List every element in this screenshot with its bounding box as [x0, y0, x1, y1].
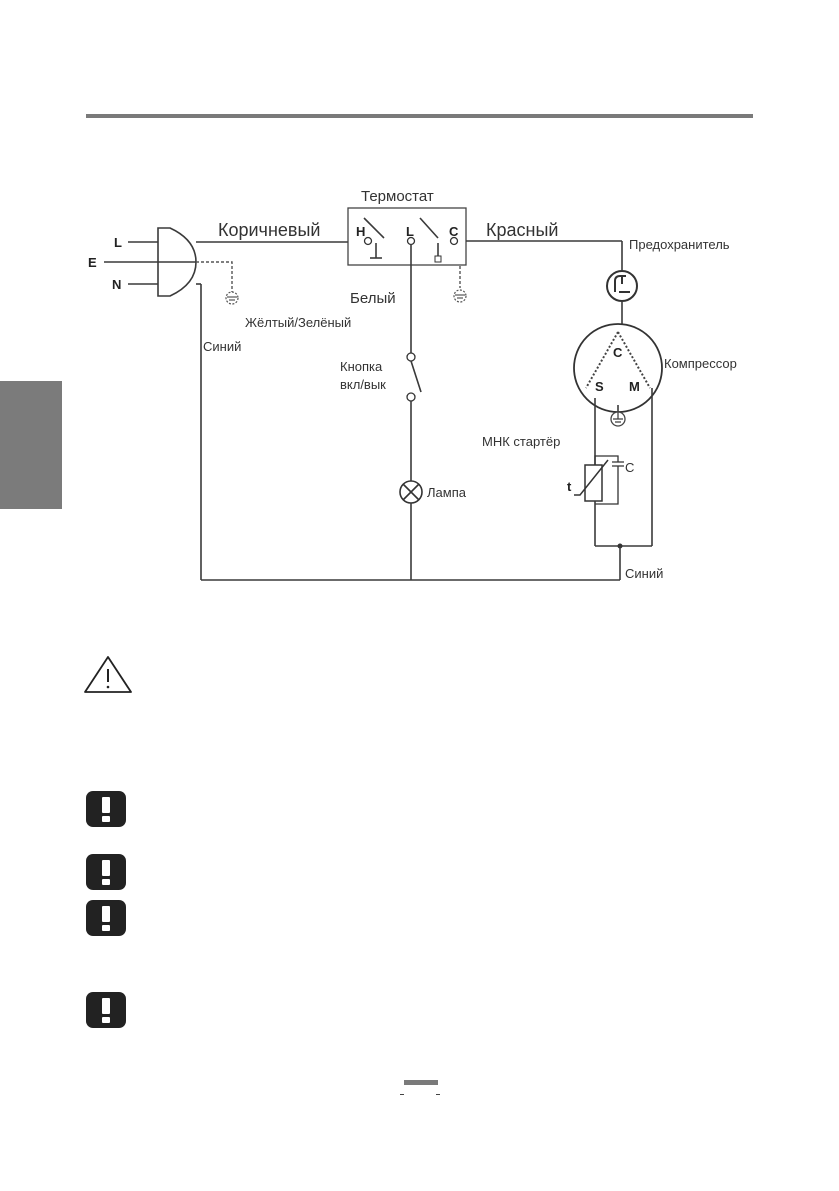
thermostat-pin-h: H	[356, 224, 365, 239]
compressor: C S M	[573, 323, 663, 413]
label-thermostat: Термостат	[361, 188, 434, 205]
label-switch-2: вкл/вык	[340, 377, 386, 392]
compressor-pin-c: C	[613, 345, 623, 360]
thermostat-pin-c: C	[449, 224, 459, 239]
label-switch-1: Кнопка	[340, 359, 383, 374]
fuse-symbol	[606, 270, 638, 302]
plug-pin-e: E	[88, 255, 97, 270]
plug: L E N	[88, 227, 197, 297]
label-fuse: Предохранитель	[629, 237, 730, 252]
label-yellow-green: Жёлтый/Зелёный	[245, 315, 351, 330]
starter-mark-c: C	[625, 460, 634, 475]
label-white: Белый	[350, 290, 396, 307]
label-starter: МНК стартёр	[482, 434, 560, 449]
header-rule	[86, 114, 753, 118]
label-lamp: Лампа	[427, 485, 467, 500]
plug-pin-l: L	[114, 235, 122, 250]
label-blue-bottom: Синий	[625, 566, 663, 581]
notice-icon-1	[86, 791, 126, 827]
ground-symbol-plug	[225, 291, 239, 305]
plug-pin-n: N	[112, 277, 121, 292]
notice-icon-2	[86, 854, 126, 890]
thermostat: Термостат H L C	[347, 188, 467, 266]
warning-triangle-icon	[84, 656, 132, 693]
label-compressor: Компрессор	[664, 356, 737, 371]
notice-icon-4	[86, 992, 126, 1028]
label-blue-left: Синий	[203, 339, 241, 354]
label-brown: Коричневый	[218, 220, 320, 240]
compressor-pin-m: M	[629, 379, 640, 394]
ground-symbol-compressor	[610, 411, 626, 427]
ground-symbol-thermostat	[453, 289, 467, 303]
starter-mark-t: t	[567, 479, 572, 494]
notice-icon-3	[86, 900, 126, 936]
lamp-symbol	[399, 480, 423, 504]
page-number-marks	[398, 1089, 444, 1099]
section-tab	[0, 381, 62, 509]
page-number-bar	[404, 1080, 438, 1085]
compressor-pin-s: S	[595, 379, 604, 394]
label-red: Красный	[486, 220, 558, 240]
thermostat-pin-l: L	[406, 224, 414, 239]
ptc-starter: t C	[567, 455, 634, 505]
